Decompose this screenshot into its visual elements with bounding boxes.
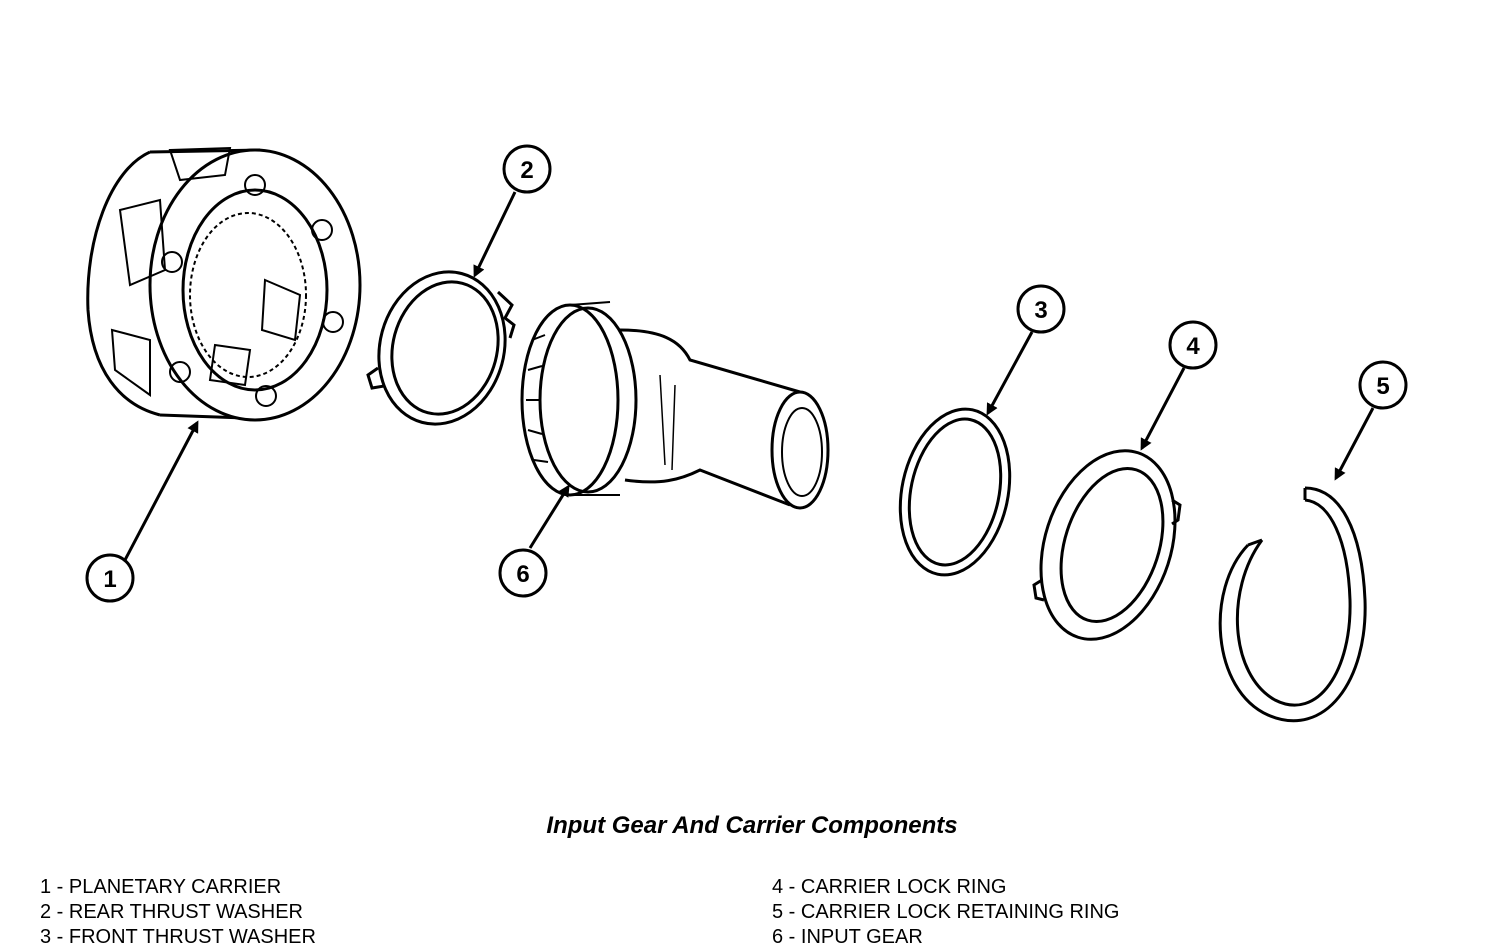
legend-item: 5 - CARRIER LOCK RETAINING RING xyxy=(772,901,1120,923)
callout-label-2: 2 xyxy=(520,157,533,184)
leader-arrows xyxy=(123,191,1375,561)
leader-arrow-2 xyxy=(473,191,517,278)
callout-1: 1 xyxy=(85,553,135,603)
legend-item: 4 - CARRIER LOCK RING xyxy=(772,876,1007,898)
exploded-parts-diagram: 1 2 3 4 5 6 xyxy=(85,144,1408,723)
leader-arrow-6 xyxy=(528,484,570,549)
callout-4: 4 xyxy=(1168,320,1218,370)
input-gear-part xyxy=(520,301,830,510)
callout-label-4: 4 xyxy=(1186,333,1200,360)
front-thrust-washer-part xyxy=(898,407,1012,577)
callout-label-6: 6 xyxy=(516,561,529,588)
legend-left-column: 1 - PLANETARY CARRIER 2 - REAR THRUST WA… xyxy=(40,875,316,950)
legend-item: 3 - FRONT THRUST WASHER xyxy=(40,926,316,948)
leader-arrow-3 xyxy=(986,331,1034,416)
callout-label-1: 1 xyxy=(103,566,116,593)
legend-item: 1 - PLANETARY CARRIER xyxy=(40,876,282,898)
callout-3: 3 xyxy=(1016,284,1066,334)
carrier-lock-retaining-ring-part xyxy=(1218,486,1367,723)
carrier-lock-ring-part xyxy=(1032,449,1182,641)
leader-arrow-4 xyxy=(1140,367,1186,451)
rear-thrust-washer-part xyxy=(366,270,516,426)
callout-2: 2 xyxy=(502,144,552,194)
legend-item: 2 - REAR THRUST WASHER xyxy=(40,901,303,923)
leader-arrow-5 xyxy=(1334,407,1375,481)
callout-5: 5 xyxy=(1358,360,1408,410)
callout-6: 6 xyxy=(498,548,548,598)
planetary-carrier-part xyxy=(86,146,362,422)
legend-item: 6 - INPUT GEAR xyxy=(772,926,923,948)
figure-caption: Input Gear And Carrier Components xyxy=(546,812,958,839)
callout-label-5: 5 xyxy=(1376,373,1389,400)
legend-right-column: 4 - CARRIER LOCK RING 5 - CARRIER LOCK R… xyxy=(772,875,1119,950)
leader-arrow-1 xyxy=(123,420,199,561)
callout-label-3: 3 xyxy=(1034,297,1047,324)
